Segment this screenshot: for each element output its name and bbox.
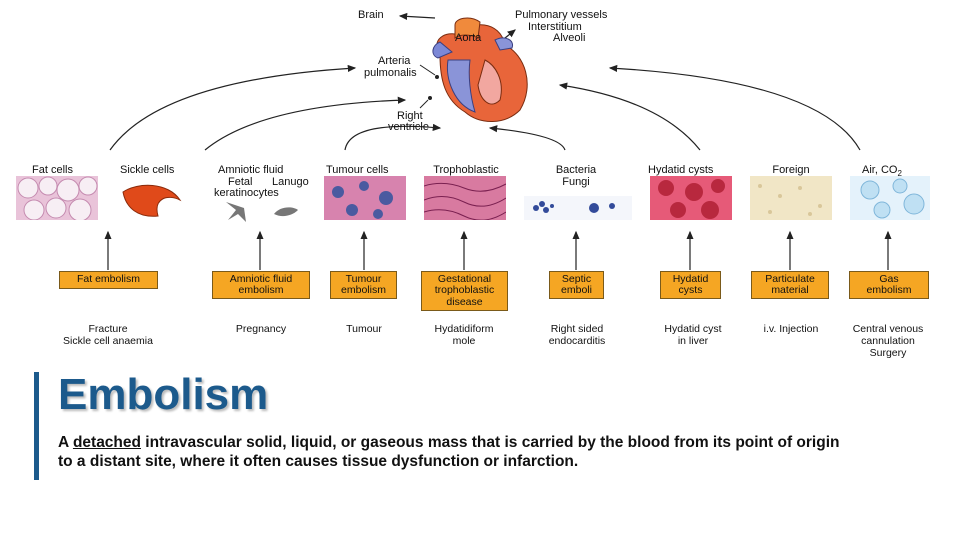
label-right: Right [397, 110, 423, 122]
air-bubbles-image [850, 176, 930, 220]
cause-tumour: Tumour [346, 323, 382, 335]
source-label-sickle-cells: Sickle cells [120, 164, 175, 176]
trophoblastic-image [424, 176, 506, 220]
accent-bar [34, 372, 39, 480]
box-amniotic-fluid-embolism: Amniotic fluid embolism [212, 271, 310, 299]
arc-arrow-left-outer [109, 64, 357, 151]
label-brain: Brain [358, 9, 384, 21]
box-septic-emboli: Septic emboli [549, 271, 604, 299]
cause-pregnancy: Pregnancy [235, 323, 287, 335]
box-gestational-trophoblastic: Gestational trophoblastic disease [421, 271, 508, 311]
sickle-cell-image [118, 180, 184, 220]
box-particulate-material: Particulate material [751, 271, 829, 299]
label-ventricle: ventricle [388, 121, 429, 133]
diagram-arrows [104, 12, 892, 270]
source-label-lanugo: Lanugo [272, 176, 309, 188]
source-label-amniotic-fluid: Amniotic fluid [218, 164, 284, 176]
slide-title: Embolism [58, 370, 269, 419]
cause-hydatidiform-mole: Hydatidiform mole [434, 323, 494, 347]
box-gas-embolism: Gas embolism [849, 271, 929, 299]
box-fat-embolism: Fat embolism [59, 271, 158, 289]
hydatid-cysts-image [650, 176, 732, 220]
source-label-keratinocytes: keratinocytes [214, 187, 279, 199]
box-hydatid-cysts: Hydatid cysts [660, 271, 721, 299]
amniotic-fluid-image [218, 196, 318, 224]
label-alveoli: Alveoli [553, 32, 586, 44]
label-interstitium: Interstitium [528, 21, 582, 33]
definition-underlined-word: detached [72, 434, 141, 451]
cause-cannulation-surgery: Central venous cannulation Surgery [852, 323, 924, 359]
label-aorta: Aorta [455, 32, 482, 44]
definition-text: A detached intravascular solid, liquid, … [58, 434, 840, 470]
heart-illustration [432, 17, 528, 122]
arc-arrow-right-outer [608, 64, 861, 151]
source-label-fetal: Fetal [228, 176, 253, 188]
box-tumour-embolism: Tumour embolism [330, 271, 397, 299]
cause-fracture: Fracture Sickle cell anaemia [63, 323, 153, 347]
source-label-hydatid-cysts: Hydatid cysts [648, 164, 714, 176]
tumour-cells-image [324, 176, 406, 220]
fat-cells-image [16, 176, 98, 220]
arc-arrow-center [344, 123, 442, 151]
source-label-tumour-cells: Tumour cells [326, 164, 389, 176]
foreign-material-image [750, 176, 832, 220]
cause-hydatid-liver: Hydatid cyst in liver [664, 323, 722, 347]
source-label-bacteria-fungi: Bacteria Fungi [555, 164, 597, 188]
embolism-diagram: Brain Pulmonary vessels Interstitium Alv… [16, 9, 930, 359]
cause-endocarditis: Right sided endocarditis [548, 323, 606, 347]
cause-iv-injection: i.v. Injection [763, 323, 819, 335]
arc-arrow-left-inner [204, 96, 407, 151]
arc-arrow-right-mid [558, 82, 701, 151]
label-pulmonalis: pulmonalis [364, 67, 417, 79]
source-label-air-co2: Air, CO2 [862, 164, 902, 179]
label-arteria: Arteria [378, 55, 411, 67]
source-label-fat-cells: Fat cells [32, 164, 73, 176]
bacteria-fungi-image [524, 196, 632, 220]
arc-arrow-right-inner [488, 125, 566, 151]
label-pulmonary-vessels: Pulmonary vessels [515, 9, 608, 21]
